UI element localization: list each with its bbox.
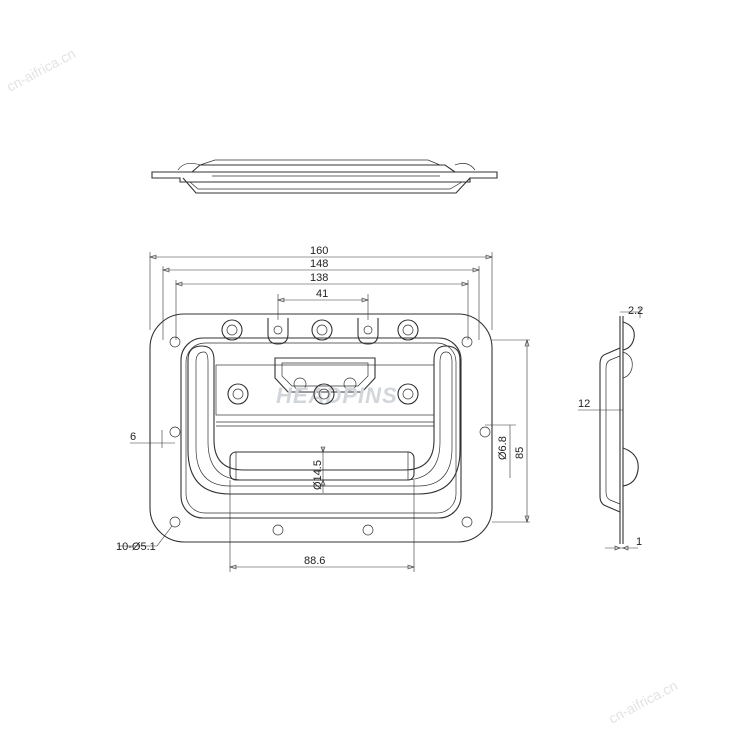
flange-hole — [461, 336, 473, 348]
side-knuckle-top — [622, 321, 635, 351]
flange-hole — [479, 426, 491, 438]
flange-hole — [362, 524, 374, 536]
pivot-block — [274, 357, 376, 393]
dim-label-160: 160 — [310, 245, 328, 257]
plate-hole-row — [227, 383, 419, 405]
top-view — [151, 159, 498, 194]
watermark-top-left: cn-aifrica.cn — [4, 45, 78, 95]
dim-label-41: 41 — [316, 288, 328, 300]
side-knuckle-bottom — [622, 447, 639, 487]
dim-label-85: 85 — [514, 447, 526, 459]
front-view: HEADPINS — [116, 245, 530, 572]
center-plate — [215, 364, 435, 416]
flange-outline — [149, 313, 493, 543]
flange-hole — [272, 524, 284, 536]
plate-hole — [227, 383, 249, 405]
rivet-hole-inner — [316, 324, 328, 336]
brand-watermark: HEADPINS — [276, 383, 398, 408]
top-view-pan — [182, 177, 471, 194]
mount-hole-left — [273, 325, 283, 335]
top-view-rivet-left — [177, 163, 201, 171]
dim-label-grip-diameter: Ø14.5 — [312, 460, 324, 490]
recess-outline — [180, 337, 462, 519]
mount-slot-left — [267, 318, 289, 345]
dim-label-148: 148 — [310, 258, 328, 270]
dim-label-138: 138 — [310, 272, 328, 284]
flange-hole — [169, 516, 181, 528]
flange-holes — [169, 336, 491, 536]
rivet-hole — [397, 319, 419, 341]
pivot-knuckle-right — [343, 377, 357, 391]
top-view-handle-top — [199, 159, 441, 166]
side-body-inner — [605, 355, 621, 505]
rivet-hole — [221, 319, 243, 341]
side-knuckle-mid — [622, 351, 633, 379]
grip-tube — [229, 451, 415, 481]
dimension-lines — [118, 252, 530, 572]
handle-bail-outer — [187, 345, 461, 495]
top-hole-row — [221, 318, 419, 345]
side-body — [599, 347, 621, 513]
pivot-block-inner — [281, 362, 369, 387]
top-view-pan-inner — [189, 181, 463, 190]
plate-hole-inner — [402, 388, 414, 400]
top-view-rivet-right — [454, 163, 476, 171]
top-view-handle — [191, 164, 456, 173]
flange-hole — [169, 426, 181, 438]
dim-label-88-6: 88.6 — [304, 555, 325, 567]
flange-hole — [461, 516, 473, 528]
plate-hole-inner — [232, 388, 244, 400]
side-view — [578, 308, 641, 551]
mount-slot-right — [357, 318, 379, 345]
pivot-knuckle-left — [293, 377, 307, 391]
plate-hole-inner — [318, 388, 330, 400]
dim-label-2-2: 2.2 — [628, 305, 643, 317]
flange-hole — [169, 336, 181, 348]
top-view-flange — [151, 171, 498, 183]
rivet-hole-inner — [226, 324, 238, 336]
dim-label-side-hole: Ø6.8 — [497, 436, 509, 460]
dim-label-1: 1 — [636, 536, 642, 548]
plate-hole — [397, 383, 419, 405]
recess-inner — [185, 342, 457, 514]
dim-label-6: 6 — [130, 431, 136, 443]
dim-label-hole-spec: 10-Ø5.1 — [116, 541, 156, 553]
rivet-hole — [311, 319, 333, 341]
handle-bail-inner — [195, 351, 453, 487]
dim-label-12: 12 — [578, 398, 590, 410]
plate-hole — [313, 383, 335, 405]
rivet-hole-inner — [402, 324, 414, 336]
watermark-bottom-right: cn-aifrica.cn — [606, 677, 680, 727]
mount-hole-right — [363, 325, 373, 335]
